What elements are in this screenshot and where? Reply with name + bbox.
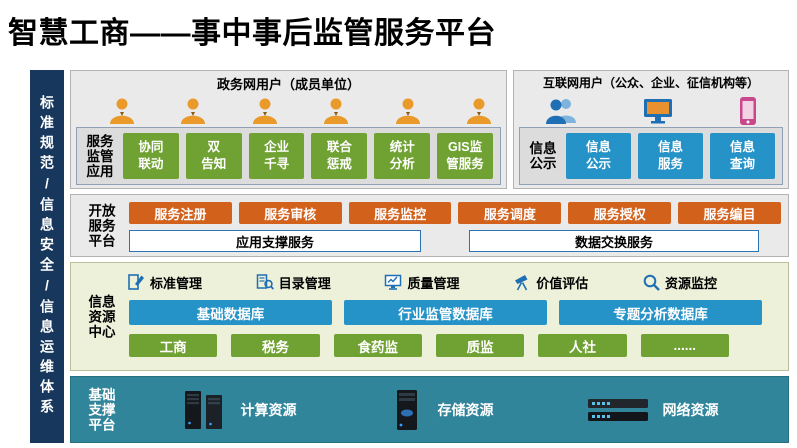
service-app-box: 企业千寻 (248, 133, 305, 179)
open-service-box: 服务编目 (678, 202, 781, 224)
data-sources-row: 工商 税务 食药监 质监 人社 ...... (129, 334, 729, 357)
sidebar-vertical-text: 标准规范/信息安全/信息运维体系 (39, 94, 55, 419)
mgmt-label: 标准管理 (150, 275, 203, 291)
catalog-search-icon (256, 274, 274, 290)
open-service-box: 服务调度 (458, 202, 562, 224)
open-services-row: 服务注册 服务审核 服务监控 服务调度 服务授权 服务编目 (129, 202, 781, 224)
service-apps-row: 协同联动 双告知 企业千寻 联合惩戒 统计分析 GIS监管服务 (123, 133, 500, 179)
data-exchange-service-box: 数据交换服务 (469, 230, 759, 252)
open-service-platform-panel: 开放 服务 平台 服务注册 服务审核 服务监控 服务调度 服务授权 服务编目 应… (70, 194, 789, 257)
info-center-label: 信息 资源 中心 (88, 294, 116, 339)
open-service-box: 服务授权 (568, 202, 672, 224)
gov-users-title: 政务网用户（成员单位） (216, 77, 360, 92)
resource-label: 存储资源 (437, 401, 494, 418)
data-source-box: 税务 (231, 334, 320, 357)
resource-label: 网络资源 (662, 401, 719, 418)
infrastructure-panel: 基础 支撑 平台 计算资源 (70, 376, 789, 443)
service-supervision-apps-box: 服务 监管 应用 协同联动 双告知 企业千寻 联合惩戒 统计分析 GIS监管服务 (76, 127, 501, 185)
open-service-box: 服务审核 (238, 202, 342, 224)
service-app-box: 统计分析 (374, 133, 431, 179)
info-publicity-item: 信息查询 (710, 133, 775, 179)
mgmt-label: 质量管理 (407, 275, 460, 291)
mgmt-label: 目录管理 (278, 275, 331, 291)
user-group-icon (546, 99, 576, 124)
businessperson-icon (110, 98, 134, 124)
gov-users-panel: 政务网用户（成员单位） 服务 监管 应用 协同联动 双告知 企业千寻 联合惩戒 … (70, 70, 507, 189)
businessperson-icon (395, 98, 420, 124)
businessperson-icon (181, 98, 206, 124)
basic-database-box: 基础数据库 (129, 300, 332, 325)
data-source-box: ...... (640, 334, 729, 357)
internet-users-title: 互联网用户（公众、企业、征信机构等） (542, 76, 759, 90)
mgmt-item: 质量管理 (384, 273, 459, 292)
support-layers-row: 应用支撑服务 数据交换服务 (129, 230, 781, 252)
resource-label: 计算资源 (240, 401, 297, 418)
industry-supervision-database-box: 行业监管数据库 (344, 300, 547, 325)
pencil-document-icon (128, 274, 144, 290)
thematic-analysis-database-box: 专题分析数据库 (559, 300, 762, 325)
internet-users-panel: 互联网用户（公众、企业、征信机构等） 信息 公示 信息公示 信息服务 信息查询 (513, 70, 789, 189)
businessperson-icon (324, 98, 349, 124)
mgmt-item: 标准管理 (127, 273, 202, 292)
service-app-box: GIS监管服务 (437, 133, 493, 179)
network-switches-icon (587, 398, 648, 421)
internet-users-icon-row (544, 93, 758, 126)
compute-servers-icon (184, 390, 222, 429)
service-app-box: 联合惩戒 (311, 133, 368, 179)
resources-row: 计算资源 存储资源 网络资源 (135, 377, 764, 442)
infrastructure-label: 基础 支撑 平台 (88, 387, 116, 432)
app-support-service-box: 应用支撑服务 (129, 230, 421, 252)
service-apps-label: 服务 监管 应用 (86, 133, 114, 179)
data-source-box: 质监 (435, 334, 525, 357)
gov-users-icon-row (107, 93, 494, 126)
info-publicity-label: 信息 公示 (529, 141, 557, 171)
info-publicity-box: 信息 公示 信息公示 信息服务 信息查询 (519, 127, 783, 185)
data-source-box: 人社 (538, 334, 627, 357)
service-app-box: 双告知 (185, 133, 242, 179)
network-resource: 网络资源 (585, 391, 719, 429)
storage-server-icon (396, 389, 417, 430)
mgmt-label: 资源监控 (664, 275, 717, 291)
quality-monitor-icon (385, 274, 402, 290)
info-resource-center-panel: 信息 资源 中心 标准管理 目录管理 质量管理 价值评估 资 (70, 262, 789, 371)
compute-resource: 计算资源 (181, 388, 297, 432)
info-publicity-item: 信息公示 (566, 133, 631, 179)
mobile-phone-icon (740, 97, 756, 125)
storage-resource: 存储资源 (388, 388, 494, 432)
businessperson-icon (252, 98, 277, 124)
data-source-box: 食药监 (333, 334, 422, 357)
standards-security-sidebar: 标准规范/信息安全/信息运维体系 (30, 70, 64, 443)
businessperson-icon (466, 98, 491, 124)
open-platform-label: 开放 服务 平台 (88, 203, 116, 248)
page-title: 智慧工商——事中事后监管服务平台 (8, 17, 496, 50)
open-service-box: 服务监控 (348, 202, 452, 224)
mgmt-item: 资源监控 (642, 273, 717, 292)
info-publicity-row: 信息公示 信息服务 信息查询 (566, 133, 782, 179)
open-service-box: 服务注册 (129, 202, 232, 224)
info-publicity-item: 信息服务 (638, 133, 703, 179)
resource-magnifier-icon (643, 274, 660, 291)
desktop-monitor-icon (644, 99, 672, 124)
data-management-row: 标准管理 目录管理 质量管理 价值评估 资源监控 (127, 272, 717, 292)
data-source-box: 工商 (129, 334, 218, 357)
mgmt-item: 价值评估 (513, 273, 588, 292)
value-telescope-icon (515, 275, 528, 291)
mgmt-item: 目录管理 (256, 273, 331, 292)
mgmt-label: 价值评估 (536, 275, 589, 291)
service-app-box: 协同联动 (123, 133, 179, 179)
